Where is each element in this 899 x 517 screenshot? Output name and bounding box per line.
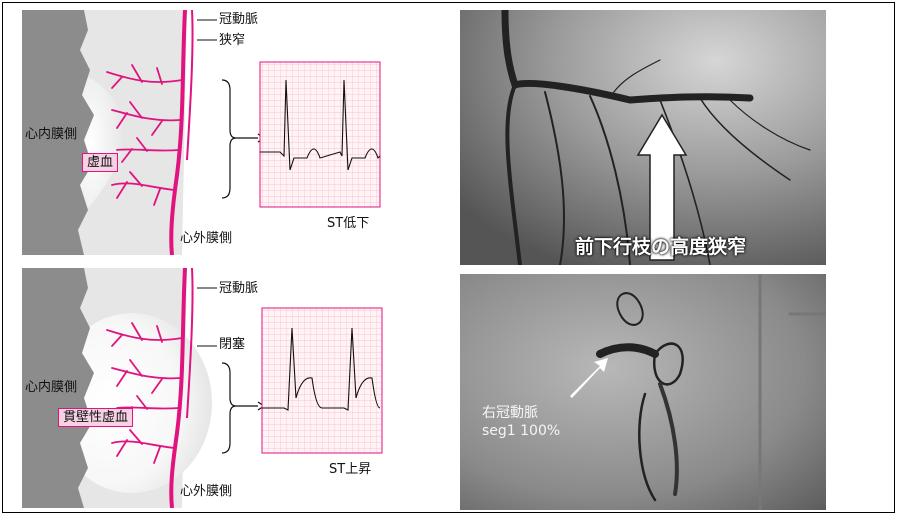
top-endocardium-label: 心内膜側 [25, 128, 77, 141]
top-ischemia-label: 虚血 [82, 153, 118, 172]
top-diagram: 冠動脈 狭窄 心内膜側 虚血 心外膜側 ST低下 [22, 10, 402, 255]
bottom-angiogram-image: 右冠動脈 seg1 100% [460, 274, 826, 510]
top-epicardium-label: 心外膜側 [180, 232, 232, 245]
bottom-epicardium-label: 心外膜側 [180, 485, 232, 498]
bottom-angiogram-annotation: 右冠動脈 seg1 100% [482, 404, 560, 440]
top-artery-label: 冠動脈 [219, 13, 258, 26]
top-stenosis-label: 狭窄 [219, 34, 245, 47]
top-angiogram-image: 前下行枝の高度狭窄 [460, 10, 826, 265]
bottom-ischemia-label: 貫壁性虚血 [58, 408, 133, 427]
bottom-occlusion-label: 閉塞 [219, 338, 245, 351]
bottom-diagram: 冠動脈 閉塞 心内膜側 貫壁性虚血 心外膜側 ST上昇 [22, 268, 402, 508]
bottom-endocardium-label: 心内膜側 [25, 381, 77, 394]
bottom-artery-label: 冠動脈 [219, 282, 258, 295]
bottom-ecg-label: ST上昇 [329, 463, 371, 476]
annotation-segment: seg1 100% [482, 422, 560, 440]
annotation-vessel-name: 右冠動脈 [482, 404, 560, 422]
top-ecg-label: ST低下 [327, 217, 369, 230]
top-angiogram-caption: 前下行枝の高度狭窄 [575, 232, 746, 259]
